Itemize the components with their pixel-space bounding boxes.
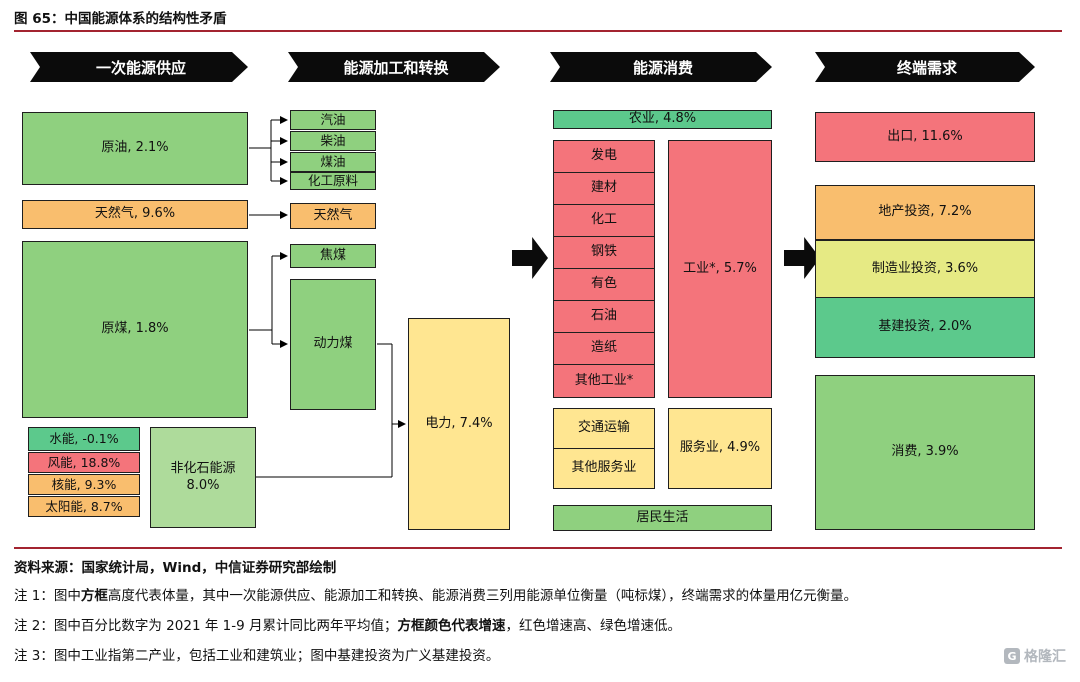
gelonghui-logo-icon: G (1004, 648, 1020, 664)
box-infrastructure-investment: 基建投资, 2.0% (815, 297, 1035, 358)
box-property-investment: 地产投资, 7.2% (815, 185, 1035, 240)
box-raw-coal: 原煤, 1.8% (22, 241, 248, 418)
box-industry-nonferrous: 有色 (553, 268, 655, 301)
box-hydro: 水能, -0.1% (28, 427, 140, 451)
box-services-total: 服务业, 4.9% (668, 408, 772, 489)
box-transport: 交通运输 (553, 408, 655, 449)
column-header-consumption: 能源消费 (550, 52, 772, 82)
flow-arrow-to-consumption (512, 237, 548, 279)
source-line: 资料来源：国家统计局，Wind，中信证券研究部绘制 (14, 560, 337, 576)
gelonghui-logo-text: 格隆汇 (1024, 649, 1066, 665)
non-fossil-label: 非化石能源 (170, 461, 236, 477)
box-other-services: 其他服务业 (553, 448, 655, 489)
box-residential: 居民生活 (553, 505, 772, 531)
box-coking-coal: 焦煤 (290, 244, 376, 268)
box-nuclear: 核能, 9.3% (28, 474, 140, 495)
box-industry-building-materials: 建材 (553, 172, 655, 205)
box-solar: 太阳能, 8.7% (28, 496, 140, 517)
gelonghui-logo: G 格隆汇 (1004, 646, 1066, 666)
bottom-divider (14, 547, 1062, 549)
box-consumption-demand: 消费, 3.9% (815, 375, 1035, 530)
non-fossil-value: 8.0% (186, 477, 220, 493)
figure-title: 图 65：中国能源体系的结构性矛盾 (14, 11, 227, 27)
column-header-processing: 能源加工和转换 (288, 52, 500, 82)
box-agriculture: 农业, 4.8% (553, 110, 772, 129)
top-divider (14, 30, 1062, 32)
box-kerosene: 煤油 (290, 152, 376, 172)
column-header-demand: 终端需求 (815, 52, 1035, 82)
column-header-primary-supply: 一次能源供应 (30, 52, 248, 82)
box-wind: 风能, 18.8% (28, 452, 140, 473)
box-industry-paper: 造纸 (553, 332, 655, 365)
box-crude-oil: 原油, 2.1% (22, 112, 248, 185)
box-industry-total: 工业*, 5.7% (668, 140, 772, 398)
box-gasoline: 汽油 (290, 110, 376, 130)
box-natural-gas-processed: 天然气 (290, 203, 376, 229)
note-3: 注 3：图中工业指第二产业，包括工业和建筑业；图中基建投资为广义基建投资。 (14, 648, 500, 664)
box-natural-gas-supply: 天然气, 9.6% (22, 200, 248, 229)
box-industry-petroleum: 石油 (553, 300, 655, 333)
box-industry-steel: 钢铁 (553, 236, 655, 269)
box-industry-power: 发电 (553, 140, 655, 173)
box-industry-chemicals: 化工 (553, 204, 655, 237)
note-2: 注 2：图中百分比数字为 2021 年 1-9 月累计同比两年平均值；方框颜色代… (14, 618, 681, 634)
box-electricity: 电力, 7.4% (408, 318, 510, 530)
box-industry-other: 其他工业* (553, 364, 655, 398)
box-non-fossil: 非化石能源 8.0% (150, 427, 256, 528)
note-1: 注 1：图中方框高度代表体量，其中一次能源供应、能源加工和转换、能源消费三列用能… (14, 588, 858, 604)
box-thermal-coal: 动力煤 (290, 279, 376, 410)
box-chemical-feedstock: 化工原料 (290, 172, 376, 190)
box-export: 出口, 11.6% (815, 112, 1035, 162)
box-manufacturing-investment: 制造业投资, 3.6% (815, 240, 1035, 298)
box-diesel: 柴油 (290, 131, 376, 151)
